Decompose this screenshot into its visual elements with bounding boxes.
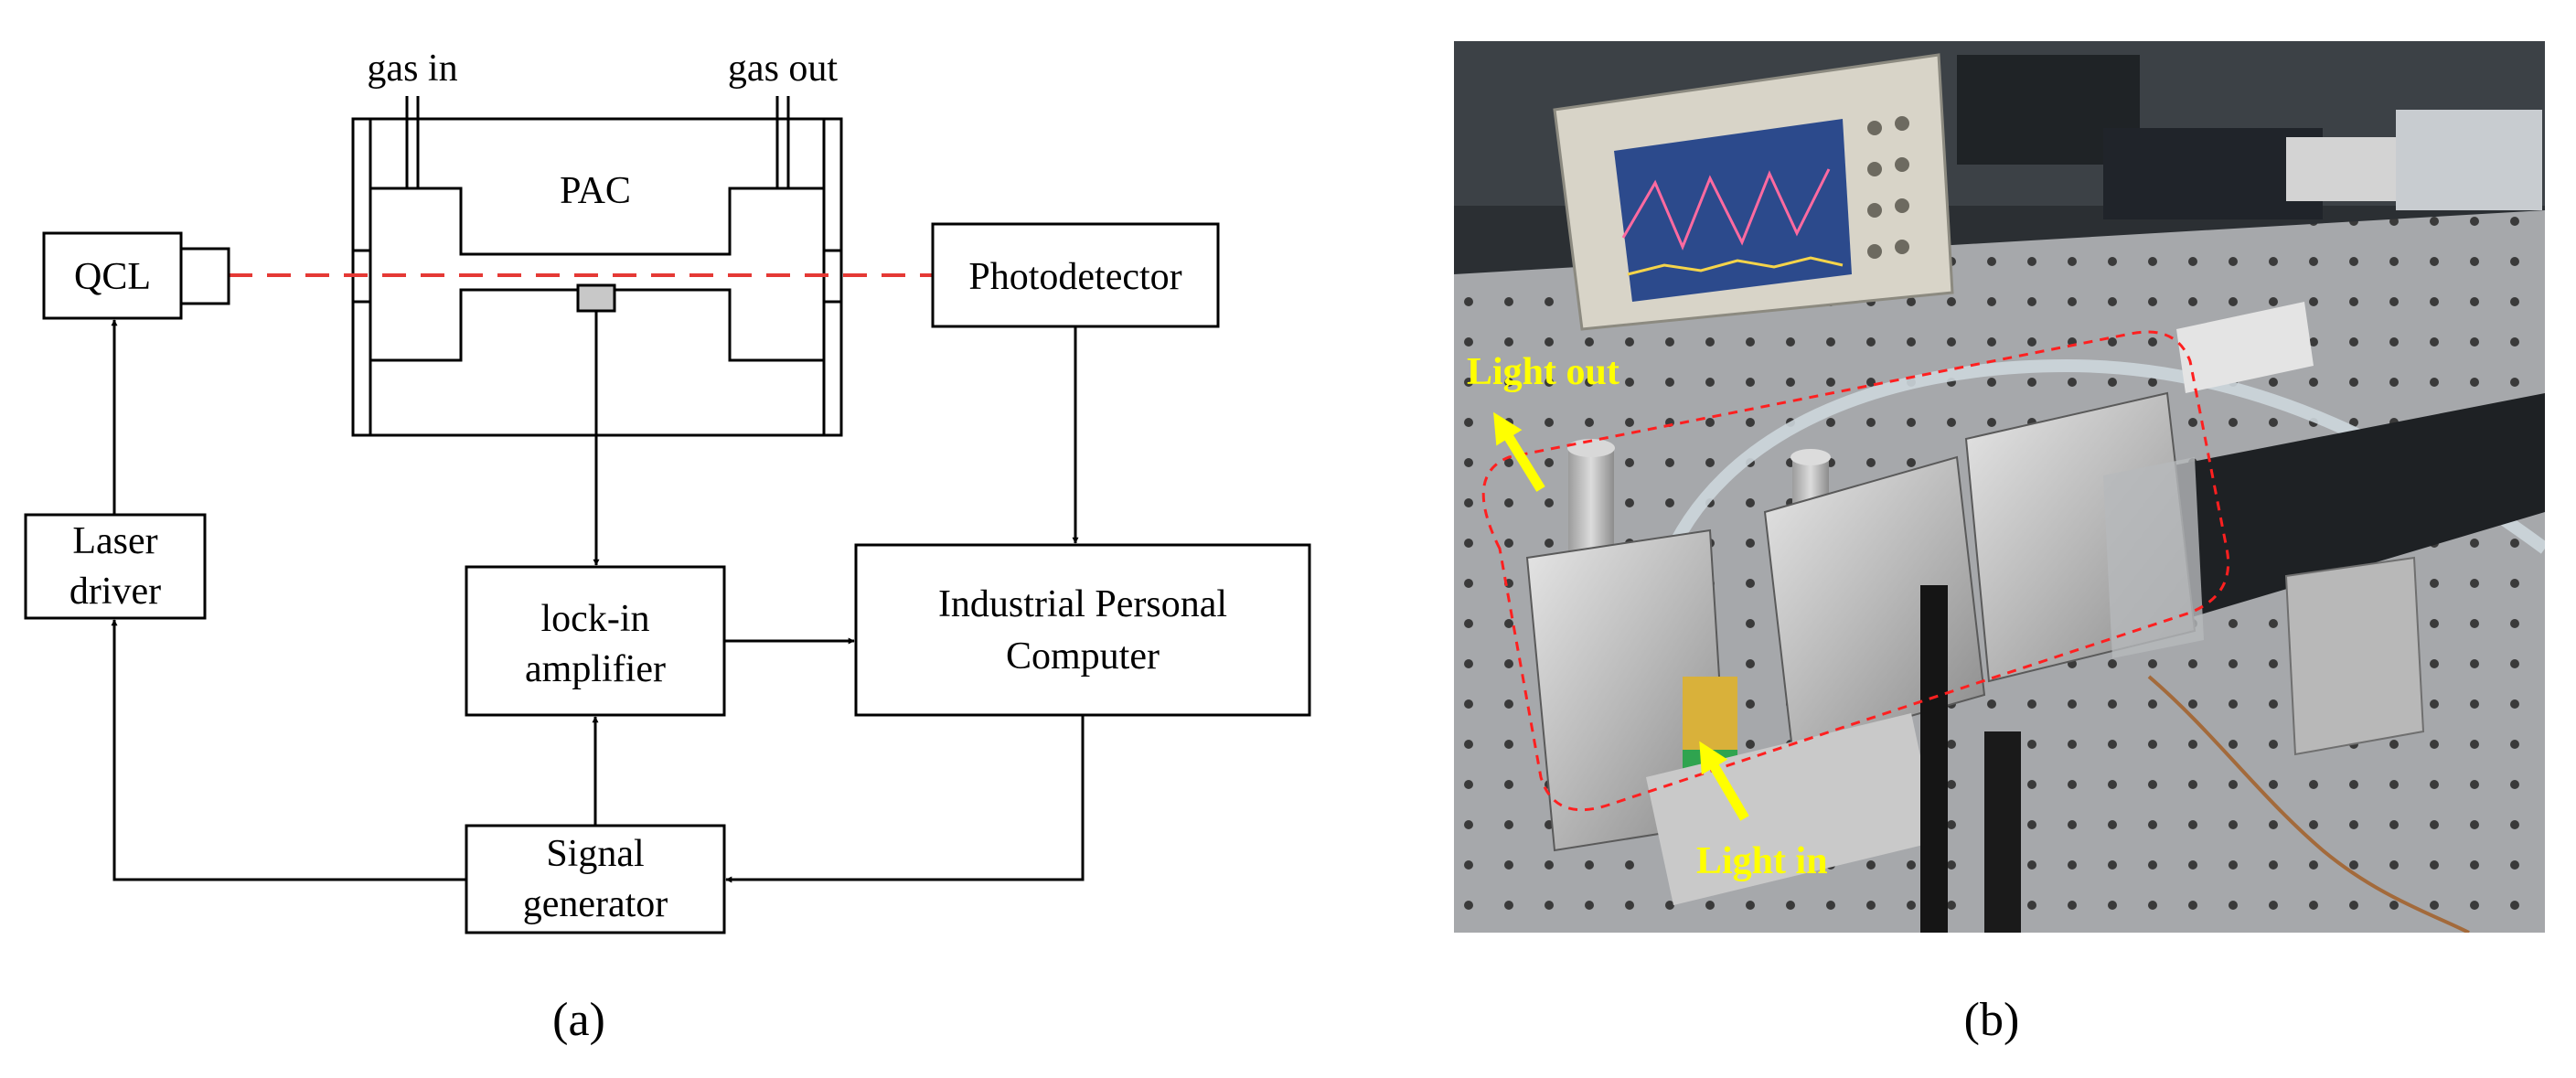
connections: [111, 311, 1085, 883]
pac-highlight-outline: [1481, 330, 2230, 812]
ipc-box: [854, 543, 1311, 717]
gas-out-label: gas out: [728, 48, 838, 90]
ipc-label-line2: Computer: [1006, 635, 1160, 678]
laser-driver-label-line1: Laser: [72, 520, 157, 562]
light-in-label: Light in: [1696, 840, 1828, 882]
qcl-block: QCL: [42, 231, 230, 320]
qcl-box: [42, 231, 183, 320]
ipc-label-line1: Industrial Personal: [938, 583, 1227, 625]
signal-generator-label-line1: Signal: [546, 833, 644, 875]
block-diagram: gas in gas out PAC QCL Photodetector Las…: [24, 48, 1311, 1046]
lockin-label-line1: lock-in: [541, 598, 650, 640]
signal-generator-block: Signal generator: [465, 824, 726, 934]
lockin-label-line2: amplifier: [525, 648, 666, 690]
signal-generator-box: [465, 824, 726, 934]
lockin-block: lock-in amplifier: [465, 565, 726, 717]
arrow-ipc-to-siggen: [725, 715, 1085, 883]
pac-label: PAC: [560, 170, 631, 212]
qcl-label: QCL: [74, 256, 151, 298]
light-in-arrow: [1699, 741, 1749, 821]
pac-resonator-top: [370, 187, 824, 256]
photodetector-box: [931, 222, 1220, 328]
experiment-photo: Light out Light in (b): [1454, 41, 2545, 1046]
qcl-aperture: [179, 247, 230, 305]
caption-b: (b): [1964, 994, 2020, 1046]
laser-driver-box: [24, 513, 207, 620]
ipc-block: Industrial Personal Computer: [854, 543, 1311, 717]
laser-driver-block: Laser driver: [24, 513, 207, 620]
caption-a: (a): [552, 994, 605, 1046]
arrow-siggen-to-laserdriver: [111, 619, 466, 881]
gas-in-label: gas in: [367, 48, 457, 90]
light-out-label: Light out: [1467, 351, 1619, 393]
photodetector-label: Photodetector: [968, 256, 1181, 298]
lockin-box: [465, 565, 726, 717]
laser-driver-label-line2: driver: [69, 571, 161, 613]
oscilloscope: [1553, 53, 1954, 331]
light-out-arrow: [1493, 411, 1545, 492]
photodetector-block: Photodetector: [931, 222, 1220, 328]
signal-generator-label-line2: generator: [523, 883, 668, 925]
microphone-sensor: [576, 283, 616, 313]
